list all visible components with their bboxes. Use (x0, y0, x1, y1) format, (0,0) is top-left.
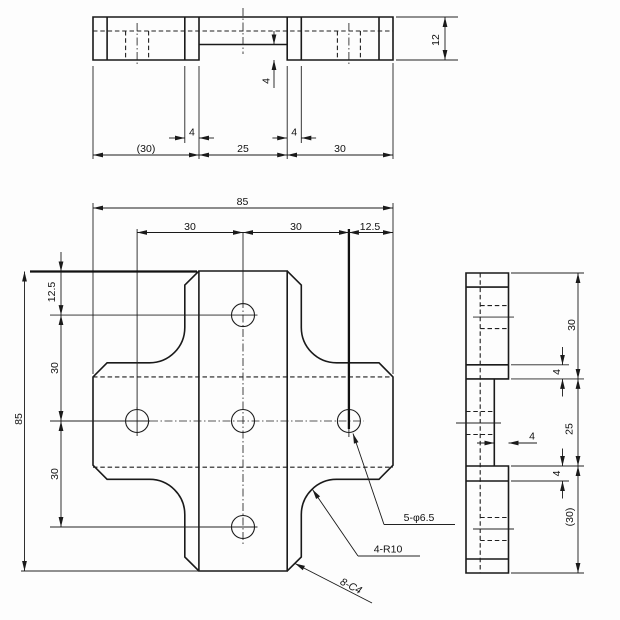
dim-front-thickness: 12 (430, 34, 442, 46)
note-chamfers: 8-C4 (338, 576, 364, 597)
dim-front-seg-mid: 25 (237, 143, 249, 155)
plan-view-centerline-ticks (50, 314, 350, 528)
dim-plan-row-mid: 30 (49, 362, 61, 374)
dim-plan-row-bottom: 30 (49, 468, 61, 480)
dim-plan-overall-width: 85 (237, 196, 249, 208)
front-view-centerlines (136, 8, 350, 66)
dim-plan-row-top: 12.5 (46, 282, 58, 303)
dim-front-seg-right: 30 (334, 143, 346, 155)
dim-front-seg-left: (30) (137, 143, 156, 155)
note-holes: 5-φ6.5 (404, 512, 435, 524)
dim-side-wall-top: 4 (551, 369, 563, 375)
dim-side-recess-depth: 4 (529, 431, 535, 443)
dim-side-wall-bottom: 4 (551, 470, 563, 476)
dim-plan-col-edge: 12.5 (360, 221, 381, 233)
dim-front-wall-right: 4 (291, 127, 297, 139)
side-view-centerlines (456, 316, 514, 530)
front-view-hidden-lines (93, 30, 393, 60)
dim-side-seg-top: 30 (566, 319, 578, 331)
note-fillets: 4-R10 (374, 544, 403, 556)
front-view-dimensions: 12 4 4 4 (30) 25 30 (92, 16, 458, 159)
dim-plan-col-right: 30 (290, 221, 302, 233)
plan-view-leaders: 5-φ6.5 4-R10 8-C4 (294, 433, 455, 604)
plan-view-centerlines (150, 300, 364, 544)
plan-view-dimensions: 85 30 30 12.5 85 12.5 30 30 (13, 196, 394, 572)
dim-plan-col-left: 30 (184, 221, 196, 233)
dim-side-seg-bottom: (30) (564, 508, 576, 527)
side-view: 30 4 25 4 (30) 4 (456, 272, 584, 574)
plan-view: 85 30 30 12.5 85 12.5 30 30 5-φ6.5 4-R10… (13, 196, 455, 604)
side-view-dimensions: 30 4 25 4 (30) 4 (477, 272, 584, 574)
dim-side-seg-mid: 25 (564, 423, 576, 435)
front-view: 12 4 4 4 (30) 25 30 (92, 8, 458, 159)
dim-front-wall-left: 4 (189, 127, 195, 139)
dim-plan-overall-height: 85 (13, 413, 25, 425)
dim-front-recess-depth: 4 (261, 78, 273, 84)
